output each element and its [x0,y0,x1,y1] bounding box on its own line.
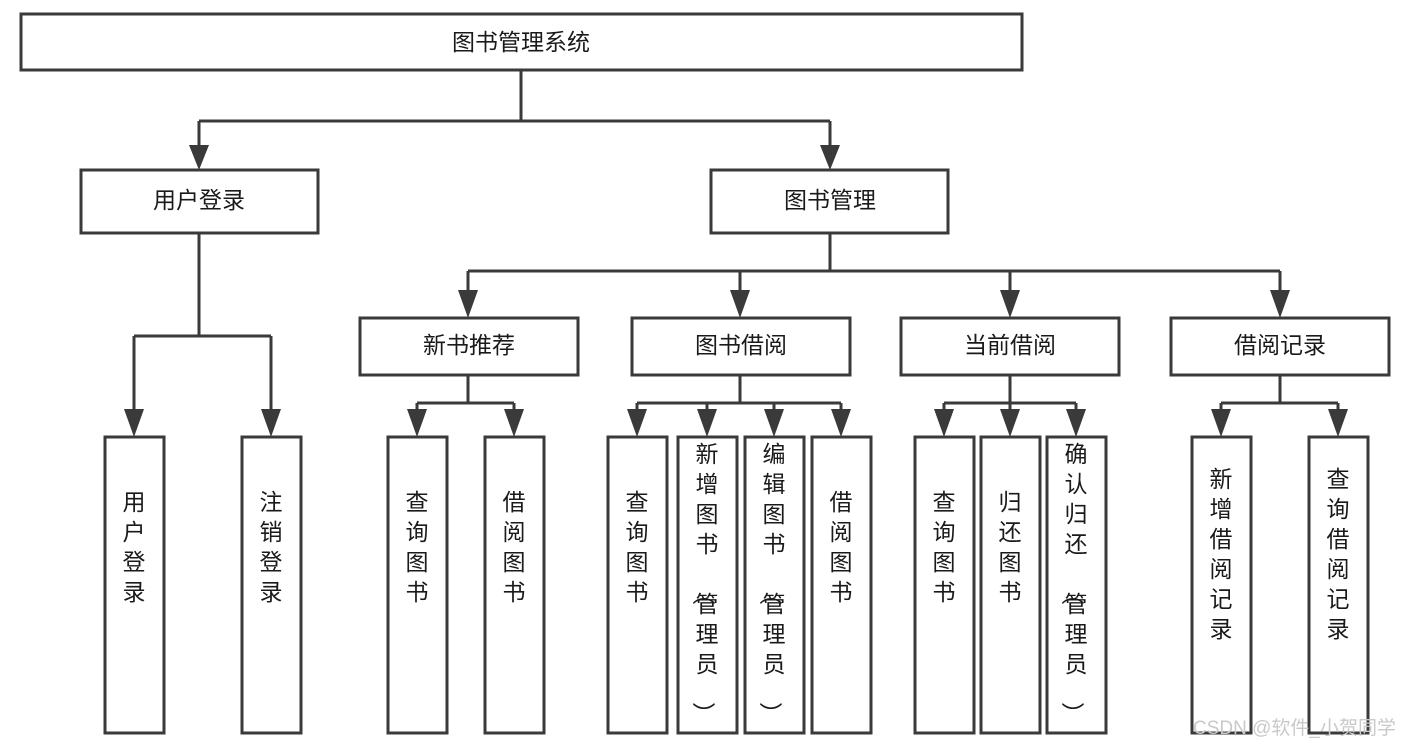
leaf-query-book-2-label: 查询图书 [626,489,649,605]
node-new-book-recommend-label: 新书推荐 [423,332,515,358]
leaf-borrow-book-1-box[interactable] [483,435,546,735]
node-current-borrow[interactable]: 当前借阅 [899,316,1121,377]
leaf-add-record-box[interactable] [1190,435,1253,735]
leaf-add-book-label: 新增图书（管理员） [691,441,719,725]
arrow-head-current-borrow [1000,290,1020,318]
leaf-query-book-1-box[interactable] [386,435,449,735]
leaf-query-book-3-label: 查询图书 [933,489,956,605]
arrow-head-leaf-borrow-book-1 [504,409,524,437]
leaf-borrow-book-2-label: 借阅图书 [830,489,853,605]
arrow-head-leaf-confirm-return [1066,409,1086,437]
leaf-query-book-1-label: 查询图书 [406,489,429,605]
arrow-head-user-login [189,145,209,170]
leaf-edit-book[interactable]: 编辑图书（管理员） [743,435,806,735]
arrow-head-leaf-user-logout [261,409,281,437]
leaf-query-book-2-box[interactable] [606,435,669,735]
leaf-user-logout[interactable]: 注销登录 [240,435,303,735]
leaf-borrow-book-1-label: 借阅图书 [503,489,526,605]
leaf-user-login[interactable]: 用户登录 [103,435,166,735]
leaf-user-login-label: 用户登录 [123,489,146,605]
leaf-query-book-2[interactable]: 查询图书 [606,435,669,735]
node-book-manage-label: 图书管理 [784,187,876,213]
node-borrow-record-box[interactable] [1169,316,1391,377]
connector-layer [124,70,1348,437]
csdn-watermark: CSDN @软件_小贺同学 [1193,717,1396,739]
leaf-edit-book-label: 编辑图书（管理员） [758,441,786,725]
arrow-head-leaf-add-book [697,409,717,437]
arrow-head-book-borrow [730,290,750,318]
leaf-borrow-book-2[interactable]: 借阅图书 [810,435,873,735]
arrow-head-book-manage [820,145,840,170]
arrow-head-borrow-record [1270,290,1290,318]
leaf-add-book-box[interactable] [676,435,739,735]
leaf-edit-book-box[interactable] [743,435,806,735]
node-borrow-record-label: 借阅记录 [1234,332,1326,358]
node-book-manage[interactable]: 图书管理 [709,168,950,235]
leaf-confirm-return[interactable]: 确认归还（管理员） [1045,435,1108,735]
arrow-head-leaf-edit-book [764,409,784,437]
leaf-add-record-label: 新增借阅记录 [1210,466,1233,642]
node-root[interactable]: 图书管理系统 [19,12,1024,72]
arrow-head-leaf-query-book-1 [407,409,427,437]
leaf-confirm-return-label: 确认归还（管理员） [1060,441,1088,725]
leaf-query-book-3[interactable]: 查询图书 [913,435,976,735]
leaf-add-book[interactable]: 新增图书（管理员） [676,435,739,735]
node-root-label: 图书管理系统 [452,29,590,55]
arrow-head-leaf-user-login [124,409,144,437]
arrow-head-leaf-query-book-3 [934,409,954,437]
node-borrow-record[interactable]: 借阅记录 [1169,316,1391,377]
leaf-user-logout-label: 注销登录 [260,489,283,605]
leaf-add-record[interactable]: 新增借阅记录 [1190,435,1253,735]
leaf-user-logout-box[interactable] [240,435,303,735]
node-user-login[interactable]: 用户登录 [79,168,320,235]
leaf-borrow-book-1[interactable]: 借阅图书 [483,435,546,735]
arrow-head-new-book-recommend [458,290,478,318]
arrow-head-leaf-borrow-book-2 [831,409,851,437]
node-book-borrow[interactable]: 图书借阅 [630,316,852,377]
leaf-query-record-label: 查询借阅记录 [1327,466,1350,642]
arrow-head-leaf-query-record [1328,409,1348,437]
arrow-head-leaf-query-book-2 [627,409,647,437]
node-book-manage-box[interactable] [709,168,950,235]
node-new-book-recommend-box[interactable] [358,316,580,377]
node-user-login-box[interactable] [79,168,320,235]
node-new-book-recommend[interactable]: 新书推荐 [358,316,580,377]
leaf-borrow-book-2-box[interactable] [810,435,873,735]
node-root-box[interactable] [19,12,1024,72]
leaf-query-record[interactable]: 查询借阅记录 [1307,435,1370,735]
leaf-return-book-label: 归还图书 [999,489,1022,605]
node-current-borrow-box[interactable] [899,316,1121,377]
leaf-query-record-box[interactable] [1307,435,1370,735]
arrow-head-leaf-return-book [1000,409,1020,437]
leaf-confirm-return-box[interactable] [1045,435,1108,735]
node-user-login-label: 用户登录 [153,187,245,213]
node-book-borrow-label: 图书借阅 [695,332,787,358]
leaf-query-book-3-box[interactable] [913,435,976,735]
leaf-return-book[interactable]: 归还图书 [979,435,1042,735]
node-current-borrow-label: 当前借阅 [964,332,1056,358]
leaf-query-book-1[interactable]: 查询图书 [386,435,449,735]
leaf-user-login-box[interactable] [103,435,166,735]
node-book-borrow-box[interactable] [630,316,852,377]
leaf-return-book-box[interactable] [979,435,1042,735]
arrow-head-leaf-add-record [1211,409,1231,437]
